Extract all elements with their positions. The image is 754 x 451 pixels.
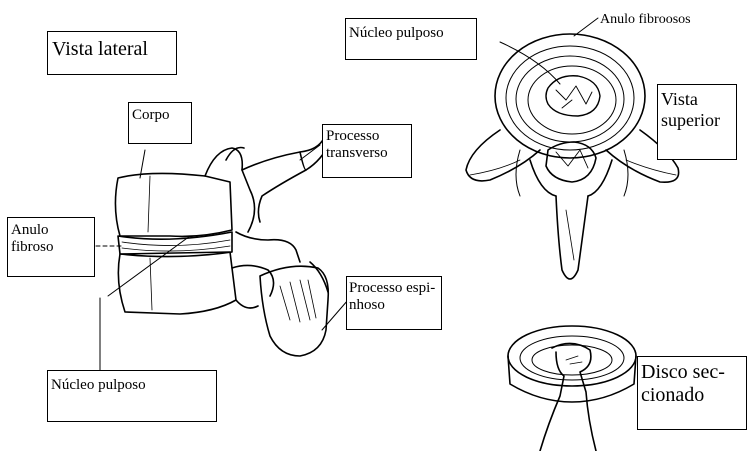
- label-superior-view: Vista superior: [657, 84, 737, 160]
- lateral-view-drawing: [96, 138, 348, 370]
- superior-spinous-process: [556, 196, 588, 279]
- label-transverse-process: Processo transverso: [322, 124, 412, 178]
- sectioned-disc-text-2: cionado: [641, 384, 746, 407]
- spinous-process-text-1: Processo espi-: [349, 280, 441, 297]
- sectioned-disc-text-1: Disco sec-: [641, 361, 746, 384]
- superior-annulus: [495, 34, 645, 158]
- lower-vertebral-body: [118, 252, 236, 314]
- label-annulus-top: Anulo fibroosos: [600, 12, 691, 28]
- sectioned-disc-drawing: [508, 326, 636, 451]
- annulus-top-text: Anulo fibroosos: [600, 12, 691, 27]
- superior-view-text-2: superior: [661, 110, 736, 131]
- label-body: Corpo: [128, 102, 192, 144]
- annulus-left-frame: [7, 217, 95, 277]
- spinous-process-shape: [260, 266, 328, 356]
- nucleus-top-text: Núcleo pulposo: [349, 25, 444, 41]
- transverse-process-text-1: Processo: [326, 128, 411, 145]
- label-nucleus-top: Núcleo pulposo: [345, 18, 477, 60]
- lateral-view-text: Vista lateral: [52, 38, 148, 60]
- spinous-process-text-2: nhoso: [349, 297, 441, 314]
- nucleus-left-text: Núcleo pulposo: [51, 377, 146, 393]
- superior-view-text-1: Vista: [661, 89, 736, 110]
- label-spinous-process: Processo espi- nhoso: [346, 276, 442, 330]
- body-text: Corpo: [132, 107, 170, 123]
- label-nucleus-left: Núcleo pulposo: [47, 370, 217, 422]
- superior-view-drawing: [466, 18, 679, 279]
- upper-vertebral-body: [115, 173, 232, 236]
- transverse-process-text-2: transverso: [326, 145, 411, 162]
- label-sectioned-disc: Disco sec- cionado: [637, 356, 747, 430]
- label-lateral-view: Vista lateral: [47, 31, 177, 75]
- superior-nucleus: [546, 76, 600, 116]
